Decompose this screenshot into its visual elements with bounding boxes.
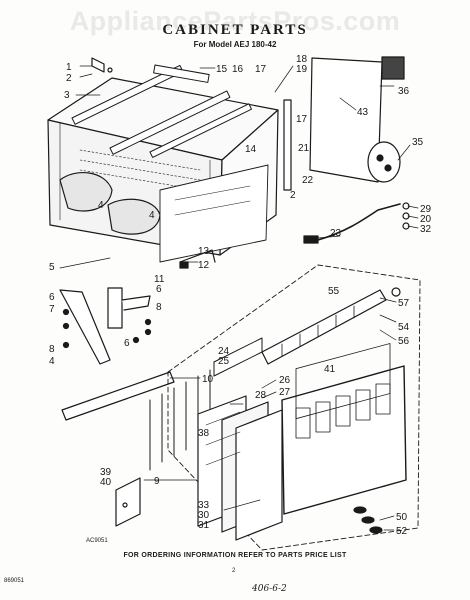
callout-6b: 6 (156, 284, 162, 295)
cabinet-housing (47, 77, 279, 263)
handwritten-note: 406-6-2 (252, 584, 287, 594)
callout-9: 9 (154, 476, 160, 487)
callout-54: 54 (398, 322, 410, 333)
callout-39: 39 (100, 467, 112, 478)
callout-11: 11 (154, 274, 165, 285)
callout-35: 35 (412, 137, 424, 148)
callout-31: 31 (198, 520, 210, 531)
callout-17: 17 (255, 64, 267, 75)
catalog-code: 869051 (4, 578, 25, 584)
front-grille (281, 343, 407, 515)
callout-19: 19 (296, 64, 308, 75)
callout-6a: 6 (49, 292, 55, 303)
callout-numbers: 1 2 3 15 16 17 18 19 36 43 17 21 22 35 1… (49, 54, 432, 537)
callout-10: 10 (202, 374, 214, 385)
callout-36: 36 (398, 86, 410, 97)
callout-52: 52 (396, 526, 408, 537)
part-36-block (381, 56, 405, 80)
callout-20: 20 (420, 214, 432, 225)
callout-8b: 8 (49, 344, 55, 355)
callout-7: 7 (49, 304, 55, 315)
callout-4a: 4 (98, 200, 104, 211)
callout-56: 56 (398, 336, 410, 347)
callout-40: 40 (100, 477, 112, 488)
callout-23: 23 (330, 228, 342, 239)
model-line: For Model AEJ 180-42 (193, 40, 277, 49)
callout-3: 3 (64, 90, 70, 101)
front-assembly-outline (167, 264, 421, 551)
callout-14: 14 (245, 144, 257, 155)
vertical-channel (283, 99, 292, 191)
callout-28: 28 (255, 390, 267, 401)
control-knob-assembly (367, 141, 401, 183)
callout-55: 55 (328, 286, 340, 297)
callout-18: 18 (296, 54, 308, 65)
page-number: 2 (232, 568, 236, 574)
bottom-rail (61, 371, 175, 421)
callout-29: 29 (420, 204, 432, 215)
callout-5: 5 (49, 262, 55, 273)
callout-6c: 6 (124, 338, 130, 349)
part-39-bracket (115, 477, 141, 527)
callout-41: 41 (324, 364, 336, 375)
callout-27: 27 (279, 387, 291, 398)
mounting-bracket-top (91, 57, 113, 73)
callout-22: 22 (302, 175, 314, 186)
callout-2: 2 (66, 73, 72, 84)
callout-30: 30 (198, 510, 210, 521)
callout-15: 15 (216, 64, 228, 75)
callout-26: 26 (279, 375, 291, 386)
callout-2b: 2 (290, 190, 296, 201)
screw-hardware (353, 506, 383, 534)
leader-lines (59, 65, 419, 531)
callout-4b: 4 (149, 210, 155, 221)
callout-32: 32 (420, 224, 432, 235)
side-panel (309, 57, 383, 183)
callout-4c: 4 (49, 356, 55, 367)
callout-33: 33 (198, 500, 210, 511)
filter-frame (197, 395, 283, 541)
support-brackets (59, 287, 152, 365)
callout-25: 25 (218, 356, 230, 367)
ordering-footer: FOR ORDERING INFORMATION REFER TO PARTS … (123, 552, 347, 559)
callout-17b: 17 (296, 114, 308, 125)
callout-16: 16 (232, 64, 244, 75)
callout-13: 13 (198, 246, 210, 257)
watermark: AppliancePartsPros.com (69, 6, 401, 36)
callout-21: 21 (298, 143, 310, 154)
callout-24: 24 (218, 346, 230, 357)
callout-1: 1 (66, 62, 72, 73)
callout-57: 57 (398, 298, 410, 309)
diagram-title: CABINET PARTS (162, 22, 308, 38)
vertical-louvers (149, 337, 263, 471)
callout-50: 50 (396, 512, 408, 523)
figure-code: AC9051 (86, 538, 108, 544)
top-rails (71, 64, 252, 158)
callout-12: 12 (198, 260, 210, 271)
callout-43: 43 (357, 107, 369, 118)
callout-8a: 8 (156, 302, 162, 313)
louver-assembly (261, 287, 401, 365)
callout-38: 38 (198, 428, 210, 439)
